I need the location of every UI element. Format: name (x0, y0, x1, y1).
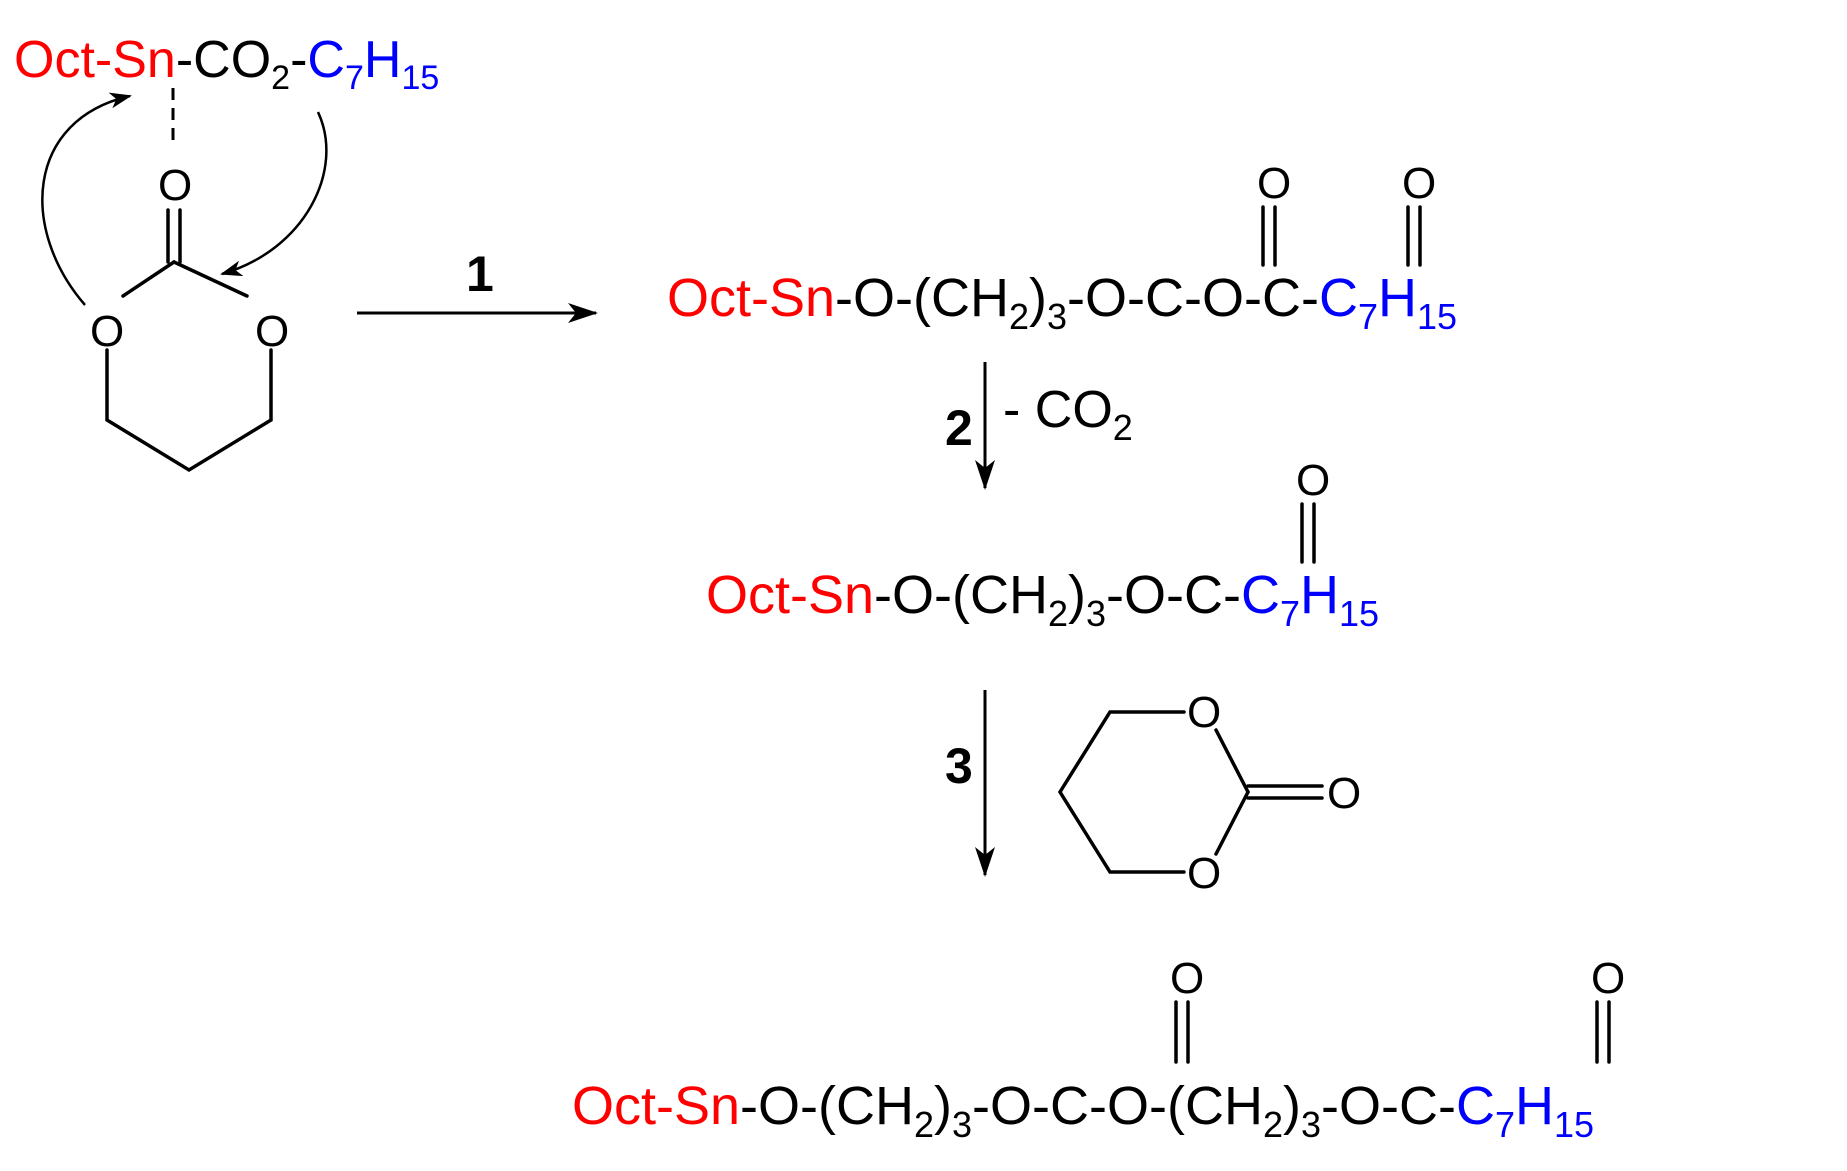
p2-carbonyl-o: O (1296, 456, 1330, 505)
p3-sub-3b: 3 (1301, 1104, 1321, 1145)
curved-arrow-left (41, 92, 132, 306)
p1-c7: C (1319, 268, 1358, 328)
p1-sub-2: 2 (1009, 296, 1029, 337)
p3-chain-c: -O-C-O-(CH (972, 1076, 1263, 1136)
catalyst-dash: - (290, 31, 307, 89)
catalyst-oct-sn: Oct-Sn (14, 31, 176, 89)
p3-sub-2: 2 (914, 1104, 934, 1145)
p3-sub-2b: 2 (1263, 1104, 1283, 1145)
p3-carbonyl-o-2: O (1591, 954, 1625, 1003)
svg-text:Oct-Sn-O-(CH2)3-O-C-O-C-C7H15: Oct-Sn-O-(CH2)3-O-C-O-C-C7H15 (667, 268, 1457, 337)
p2-sub-2: 2 (1048, 593, 1068, 634)
p3-sub-7: 7 (1495, 1104, 1515, 1145)
catalyst-co: -CO (176, 31, 271, 89)
carbonyl-oxygen: O (158, 161, 192, 210)
catalyst-c7: C (307, 31, 345, 89)
p1-carbonyl-o-1: O (1257, 159, 1291, 208)
step-2-label: 2 (945, 400, 973, 456)
ring-oxygen-left: O (90, 307, 124, 356)
intermediate-ester: O Oct-Sn-O-(CH2)3-O-C-C7H15 (706, 456, 1379, 634)
catalyst-complex: Oct-Sn-CO2-C7H15 (14, 31, 439, 97)
cyclic-carbonate-monomer: O O O (1057, 688, 1361, 898)
propagated-chain: O O Oct-Sn-O-(CH2)3-O-C-O-(CH2)3-O-C-C7H… (572, 954, 1625, 1145)
monomer-ring-bond (1214, 728, 1250, 794)
p2-c7: C (1241, 565, 1280, 625)
p3-sub-15: 15 (1554, 1104, 1594, 1145)
cyclic-carbonate-reactant: O O O (90, 161, 289, 473)
step-2-co2-sub: 2 (1113, 407, 1133, 448)
p3-oct-sn: Oct-Sn (572, 1076, 740, 1136)
monomer-ring-bond (1214, 790, 1250, 856)
p3-h: H (1515, 1076, 1554, 1136)
p2-sub-15: 15 (1339, 593, 1379, 634)
p3-chain-e: -O-C- (1321, 1076, 1456, 1136)
svg-text:- CO2: - CO2 (1003, 381, 1133, 448)
p3-chain-d: ) (1283, 1076, 1301, 1136)
catalyst-h: H (364, 31, 402, 89)
svg-text:Oct-Sn-O-(CH2)3-O-C-O-(CH2)3-O: Oct-Sn-O-(CH2)3-O-C-O-(CH2)3-O-C-C7H15 (572, 1076, 1594, 1145)
catalyst-sub-2: 2 (271, 59, 290, 97)
p1-sub-7: 7 (1358, 296, 1378, 337)
svg-text:Oct-Sn-O-(CH2)3-O-C-C7H15: Oct-Sn-O-(CH2)3-O-C-C7H15 (706, 565, 1379, 634)
ring-bond (121, 260, 176, 298)
curved-arrow-right (220, 111, 328, 277)
p1-sub-15: 15 (1417, 296, 1457, 337)
monomer-ring-backbone (1057, 710, 1186, 874)
p2-chain-c: -O-C- (1106, 565, 1241, 625)
p1-sub-3: 3 (1047, 296, 1067, 337)
step-3-label: 3 (945, 738, 973, 794)
step-1-label: 1 (466, 246, 494, 302)
intermediate-anhydride: O O Oct-Sn-O-(CH2)3-O-C-O-C-C7H15 (667, 159, 1457, 337)
ring-bond (172, 260, 249, 298)
p1-chain-c: -O-C-O-C- (1067, 268, 1319, 328)
svg-text:Oct-Sn-CO2-C7H15: Oct-Sn-CO2-C7H15 (14, 31, 439, 97)
monomer-ring-oxygen-bottom: O (1187, 849, 1221, 898)
p3-c7: C (1456, 1076, 1495, 1136)
p3-chain-a: -O-(CH (740, 1076, 914, 1136)
step-2-minus-co2: - CO (1003, 381, 1113, 439)
catalyst-sub-7: 7 (345, 59, 364, 97)
p2-sub-7: 7 (1280, 593, 1300, 634)
p3-chain-b: ) (934, 1076, 952, 1136)
p1-carbonyl-o-2: O (1402, 159, 1436, 208)
p1-chain-b: ) (1029, 268, 1047, 328)
p2-oct-sn: Oct-Sn (706, 565, 874, 625)
ring-backbone (105, 348, 273, 473)
catalyst-sub-15: 15 (401, 59, 439, 97)
p2-sub-3: 3 (1086, 593, 1106, 634)
monomer-carbonyl-oxygen: O (1327, 769, 1361, 818)
ring-oxygen-right: O (255, 307, 289, 356)
p1-h: H (1378, 268, 1417, 328)
p2-chain-b: ) (1068, 565, 1086, 625)
p2-chain-a: -O-(CH (874, 565, 1048, 625)
p2-h: H (1300, 565, 1339, 625)
p3-sub-3: 3 (952, 1104, 972, 1145)
p1-oct-sn: Oct-Sn (667, 268, 835, 328)
p1-chain-a: -O-(CH (835, 268, 1009, 328)
p3-carbonyl-o-1: O (1170, 954, 1204, 1003)
